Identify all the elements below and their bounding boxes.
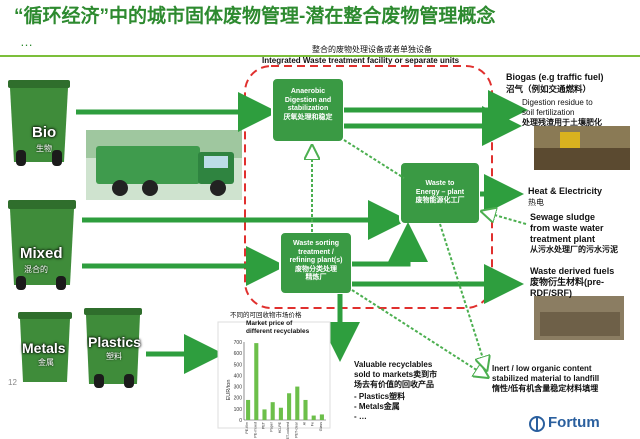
header-en: Integrated Waste treatment facility or s… xyxy=(262,56,460,65)
title-divider xyxy=(0,55,640,57)
chart-bar xyxy=(287,393,292,420)
heat-output-zh: 热电 xyxy=(528,198,544,207)
chart-caption-en2: different recyclables xyxy=(246,328,310,335)
sort-label: Waste sorting treatment / refining plant… xyxy=(289,240,343,281)
chart-bar xyxy=(319,414,324,420)
chart-bar xyxy=(246,399,251,420)
metals-label: Metals xyxy=(22,340,66,356)
chart-x-tick-label: Glass xyxy=(319,422,323,431)
mixed-label: Mixed xyxy=(20,245,63,262)
plastics-label-zh: 塑料 xyxy=(106,352,122,361)
chart-x-tick-label: Paper xyxy=(270,421,274,431)
biogas-output: Biogas (e.g traffic fuel) xyxy=(506,72,604,82)
bio-label: Bio xyxy=(32,124,57,141)
ad-label: Anaerobic Digestion and stabilization 厌氧… xyxy=(283,88,333,121)
chart-x-tick-label: HD-PE xyxy=(278,421,282,433)
digestion-residue-photo xyxy=(534,126,630,170)
fortum-logo-mark xyxy=(529,416,545,432)
chart-y-tick-label: 400 xyxy=(234,373,243,379)
metals-label-zh: 金属 xyxy=(38,358,54,367)
chart-y-tick-label: 0 xyxy=(239,418,242,424)
chart-x-tick-label: Al xyxy=(303,422,307,425)
valuable-recyclables-output: Valuable recyclables sold to markets卖到市 … xyxy=(354,360,438,421)
bio-bin xyxy=(8,80,70,166)
chart-bar xyxy=(303,399,308,420)
sewage-output: Sewage sludge from waste water treatment… xyxy=(530,212,618,254)
chart-x-tick-label: PET xyxy=(262,421,266,429)
chart-x-tick-label: PET-clear xyxy=(294,421,298,438)
chart-x-tick-label: Fe xyxy=(311,422,315,426)
wte-label: Waste to Energy – plant 废物能源化工厂 xyxy=(415,180,465,204)
page-title: “循环经济”中的城市固体废物管理-潜在整合废物管理概念 xyxy=(14,6,496,27)
chart-x-tick-label: PE-mixed xyxy=(253,422,257,438)
heat-output: Heat & Electricity xyxy=(528,186,603,196)
header-zh: 整合的废物处理设备或者单独设备 xyxy=(312,45,432,54)
fortum-logo-text: Fortum xyxy=(548,414,600,431)
chart-y-axis-label: EUR/ton xyxy=(226,380,232,401)
page-number: 12 xyxy=(8,378,17,387)
mixed-label-zh: 混合的 xyxy=(24,265,48,274)
digestion-output: Digestion residue to soil fertilization … xyxy=(522,98,602,127)
chart-caption-en1: Market price of xyxy=(246,320,293,327)
chart-x-tick-label: PE-film xyxy=(245,422,249,434)
chart-bar xyxy=(295,386,300,420)
sort-to-inert-hollow-arrow xyxy=(351,289,486,376)
chart-y-tick-label: 700 xyxy=(234,340,243,346)
wdf-output: Waste derived fuels 废物衍生材料(pre- RDF/SRF) xyxy=(530,266,615,298)
chart-bar xyxy=(278,407,283,420)
chart-y-tick-label: 600 xyxy=(234,351,243,357)
metals-bin xyxy=(18,312,72,382)
biogas-output-zh: 沼气（例如交通燃料） xyxy=(506,84,592,94)
chart-y-tick-label: 200 xyxy=(234,396,243,402)
chart-y-tick-label: 300 xyxy=(234,385,243,391)
chart-bar xyxy=(270,402,275,420)
chart-x-tick-label: PET-colored xyxy=(286,422,290,439)
plastics-label: Plastics xyxy=(88,334,141,350)
ad-to-wte-hollow-arrow xyxy=(343,139,405,179)
sort-to-wte-arrow xyxy=(352,222,428,267)
mixed-bin xyxy=(8,200,76,290)
chart-bar xyxy=(254,343,259,420)
plastics-bin xyxy=(84,308,142,388)
chart-y-tick-label: 500 xyxy=(234,362,243,368)
bio-label-zh: 生物 xyxy=(36,144,52,153)
wte-to-inert-hollow-arrow xyxy=(439,223,486,368)
inert-output: Inert / low organic content stabilized m… xyxy=(492,364,600,393)
chart-caption-zh: 不同的可回收物市场价格 xyxy=(230,312,302,319)
chart-y-tick-label: 100 xyxy=(234,407,243,413)
sludge-to-wte-hollow-arrow xyxy=(484,212,527,225)
title-continuation: … xyxy=(20,34,36,49)
chart-bar xyxy=(262,409,267,420)
chart-bar xyxy=(311,415,316,420)
waste-derived-fuel-photo xyxy=(534,296,624,340)
garbage-truck-photo xyxy=(86,130,242,200)
